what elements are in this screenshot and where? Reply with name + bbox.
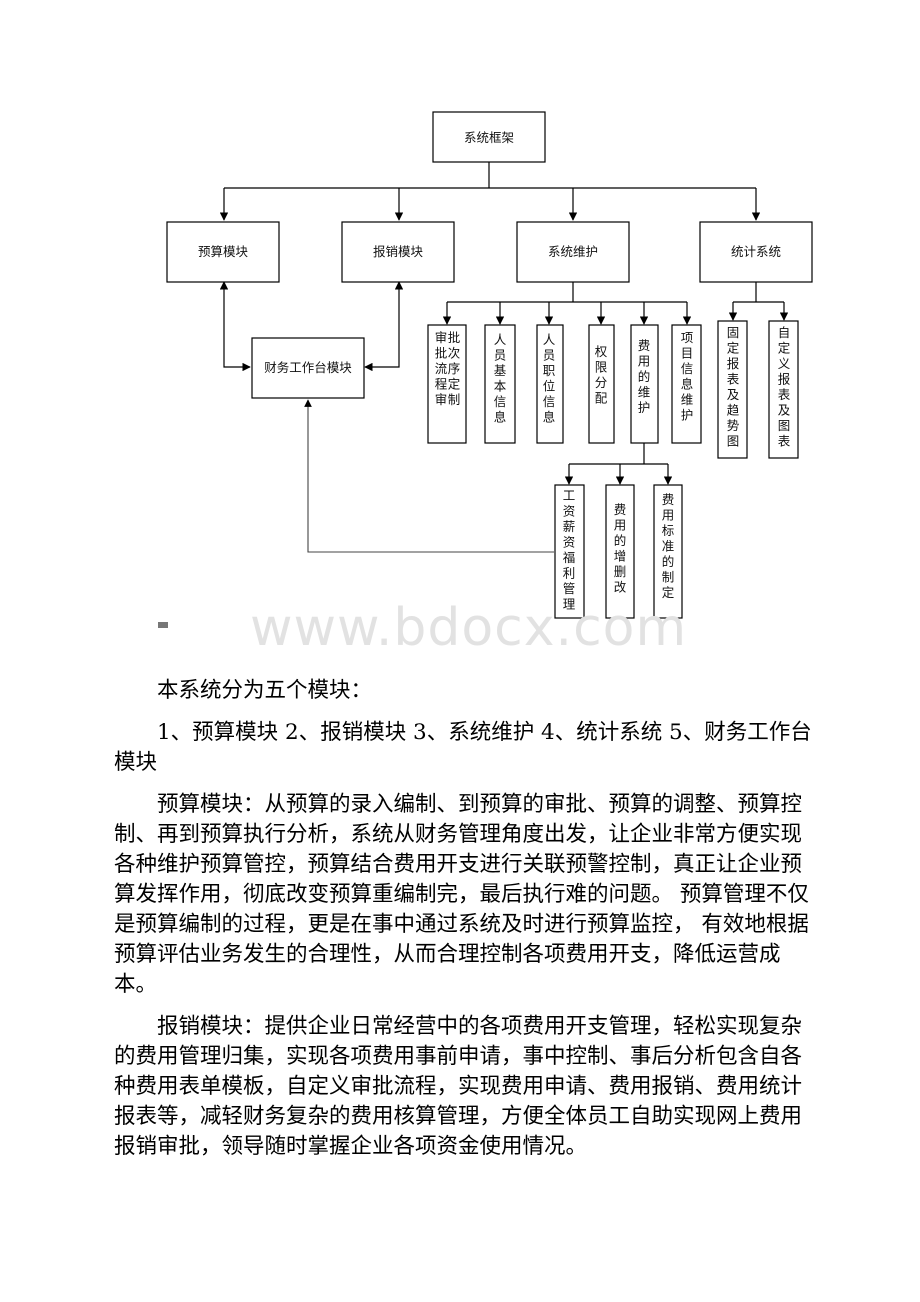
node-fixed-report: 固定报表及趋势图 (717, 320, 748, 459)
node-label: 权限分配 (595, 344, 608, 406)
svg-text:统计系统: 统计系统 (731, 244, 781, 259)
node-label: 费用标准的制定 (662, 492, 675, 600)
svg-text:系统维护: 系统维护 (548, 244, 598, 259)
node-budget-module: 预算模块 (166, 221, 280, 283)
node-permission-assignment: 权限分配 (588, 324, 615, 444)
paragraph-budget: 预算模块：从预算的录入编制、到预算的审批、预算的调整、预算控制、再到预算执行分析… (114, 792, 809, 997)
node-label: 固定报表及趋势图 (727, 325, 740, 449)
node-label: 项目信息维护 (681, 330, 694, 423)
node-expense-module: 报销模块 (341, 221, 455, 283)
svg-text:系统框架: 系统框架 (464, 130, 514, 145)
node-project-info: 项目信息维护 (671, 324, 702, 444)
node-system-maintenance: 系统维护 (516, 221, 630, 283)
node-label: 费用的增删改 (614, 502, 627, 595)
node-finance-workbench: 财务工作台模块 (251, 337, 365, 399)
node-staff-position-info: 人员职位信息 (536, 324, 564, 444)
node-staff-basic-info: 人员基本信息 (484, 324, 516, 444)
node-label: 人员职位信息 (543, 332, 556, 425)
node-root: 系统框架 (432, 111, 546, 163)
node-salary-welfare: 工资薪资福利管理 (554, 484, 585, 619)
edges (219, 162, 789, 553)
paragraph-module-list: 1、预算模块 2、报销模块 3、系统维护 4、统计系统 5、财务工作台模块 (114, 720, 812, 775)
node-label: 工资薪资福利管理 (563, 488, 576, 612)
node-custom-report: 自定义报表及图表 (768, 320, 799, 459)
svg-text:报销模块: 报销模块 (373, 244, 424, 259)
node-label: 费用的维护 (638, 338, 651, 415)
watermark: www.bdocx.com (250, 598, 688, 658)
node-cost-standard: 费用标准的制定 (653, 484, 683, 619)
svg-text:财务工作台模块: 财务工作台模块 (264, 360, 352, 375)
system-framework-diagram: 系统框架 预算模块 报销模块 系统维护 统计系统 财务工作台模块 审批流程审批次… (166, 111, 813, 619)
node-cost-maintenance: 费用的维护 (630, 324, 659, 444)
paragraph-expense: 报销模块：提供企业日常经营中的各项费用开支管理，轻松实现复杂的费用管理归集，实现… (114, 1014, 803, 1159)
node-label: 审批流程审批次序定制 (435, 330, 461, 407)
node-label: 自定义报表及图表 (778, 325, 791, 449)
node-cost-crud: 费用的增删改 (605, 484, 635, 619)
node-statistics-system: 统计系统 (699, 221, 813, 283)
page-mark (158, 622, 168, 628)
svg-text:预算模块: 预算模块 (198, 244, 249, 259)
document-body: 本系统分为五个模块： 1、预算模块 2、报销模块 3、系统维护 4、统计系统 5… (114, 676, 814, 1174)
paragraph-intro: 本系统分为五个模块： (157, 678, 373, 703)
node-approval-flow: 审批流程审批次序定制 (427, 324, 467, 444)
node-label: 人员基本信息 (494, 332, 507, 425)
